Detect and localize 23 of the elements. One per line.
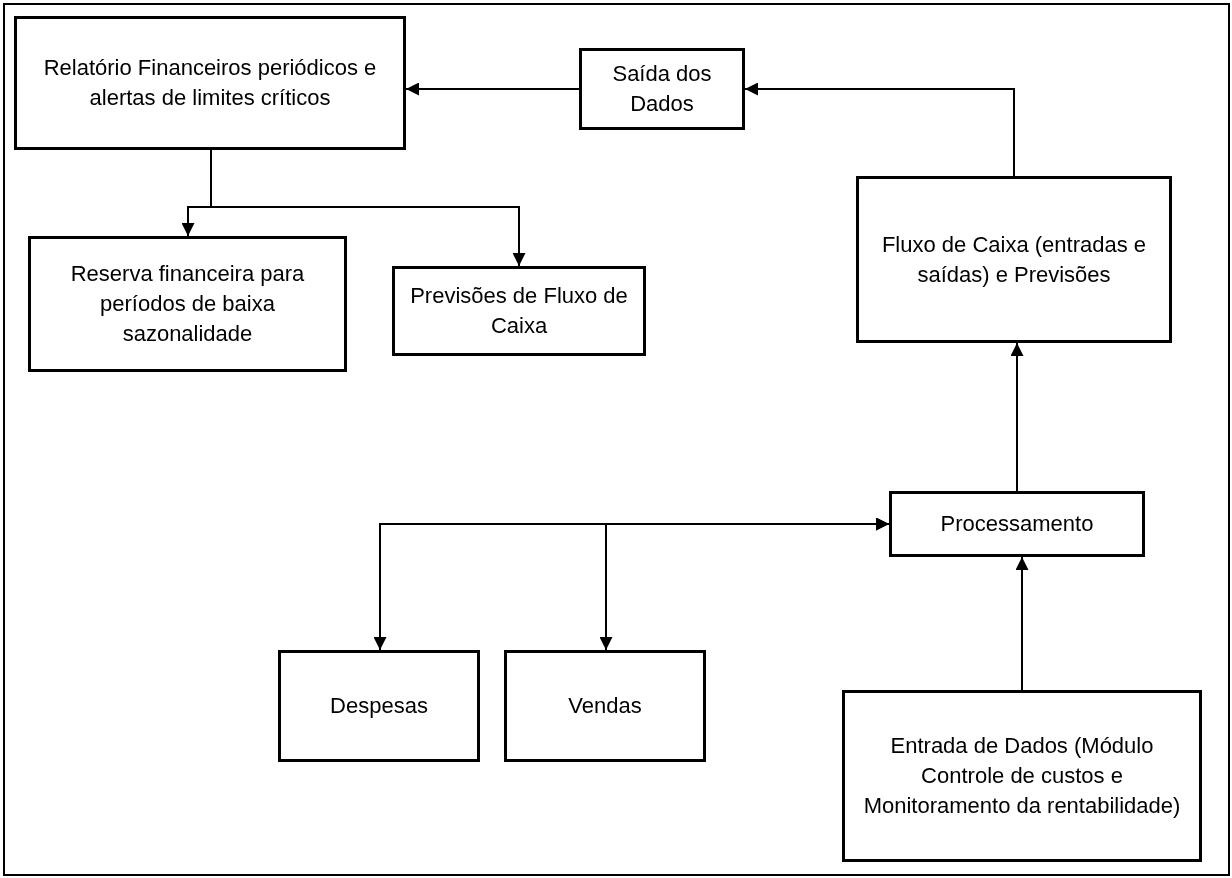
arrow bbox=[599, 517, 890, 651]
arrow bbox=[1010, 342, 1024, 492]
process-box bbox=[392, 266, 646, 356]
box-label: Entrada de Dados (Módulo Controle de custos e Monitoramento da rentabilidade) bbox=[862, 732, 1182, 820]
box-label: Vendas bbox=[568, 692, 642, 721]
box-label: Fluxo de Caixa (entradas e saídas) e Previsões bbox=[880, 230, 1148, 289]
arrow bbox=[744, 82, 1015, 177]
process-box bbox=[14, 16, 406, 150]
process-box bbox=[28, 236, 347, 372]
box-label: Processamento bbox=[940, 510, 1094, 539]
box-label: Previsões de Fluxo de Caixa bbox=[409, 282, 629, 340]
process-box bbox=[278, 650, 480, 762]
box-label: Despesas bbox=[330, 692, 428, 721]
arrow bbox=[405, 82, 580, 96]
arrow bbox=[1015, 556, 1029, 691]
box-label: Reserva financeira para períodos de baixa sazonalidade bbox=[69, 260, 306, 348]
process-box bbox=[856, 176, 1172, 343]
box-label: Relatório Financeiros periódicos e alertas de limites críticos bbox=[42, 54, 378, 112]
process-box bbox=[579, 48, 745, 130]
box-label: Saída dos Dados bbox=[611, 60, 713, 118]
process-box bbox=[842, 690, 1202, 862]
process-box bbox=[504, 650, 706, 762]
process-box bbox=[889, 491, 1145, 557]
